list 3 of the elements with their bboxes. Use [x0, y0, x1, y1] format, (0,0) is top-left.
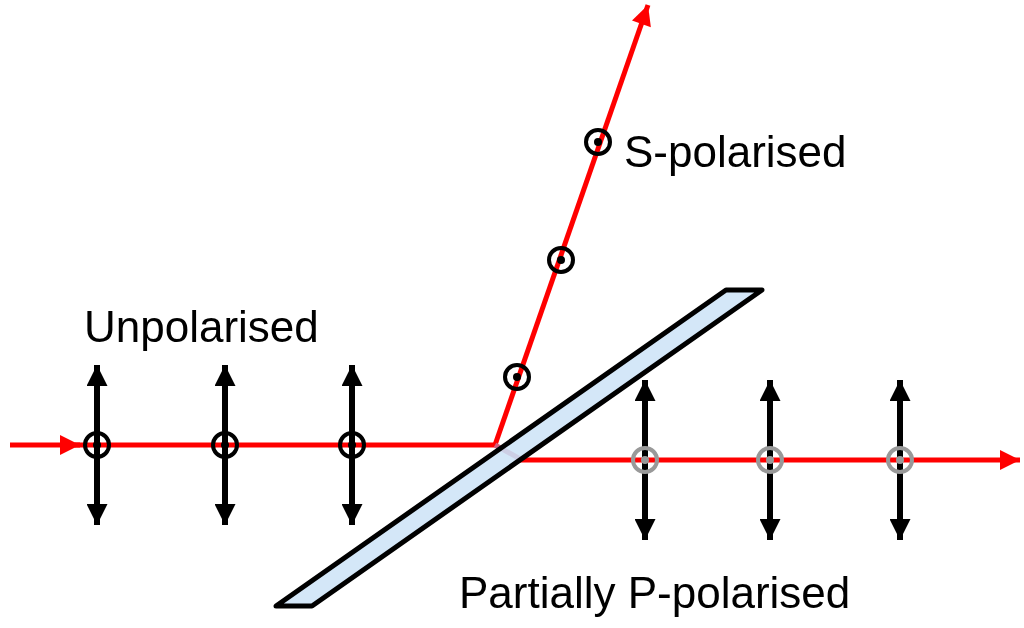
beam-label: Unpolarised — [84, 302, 319, 352]
beam-label: Partially P-polarised — [459, 568, 851, 618]
beam-label: S-polarised — [624, 127, 847, 177]
